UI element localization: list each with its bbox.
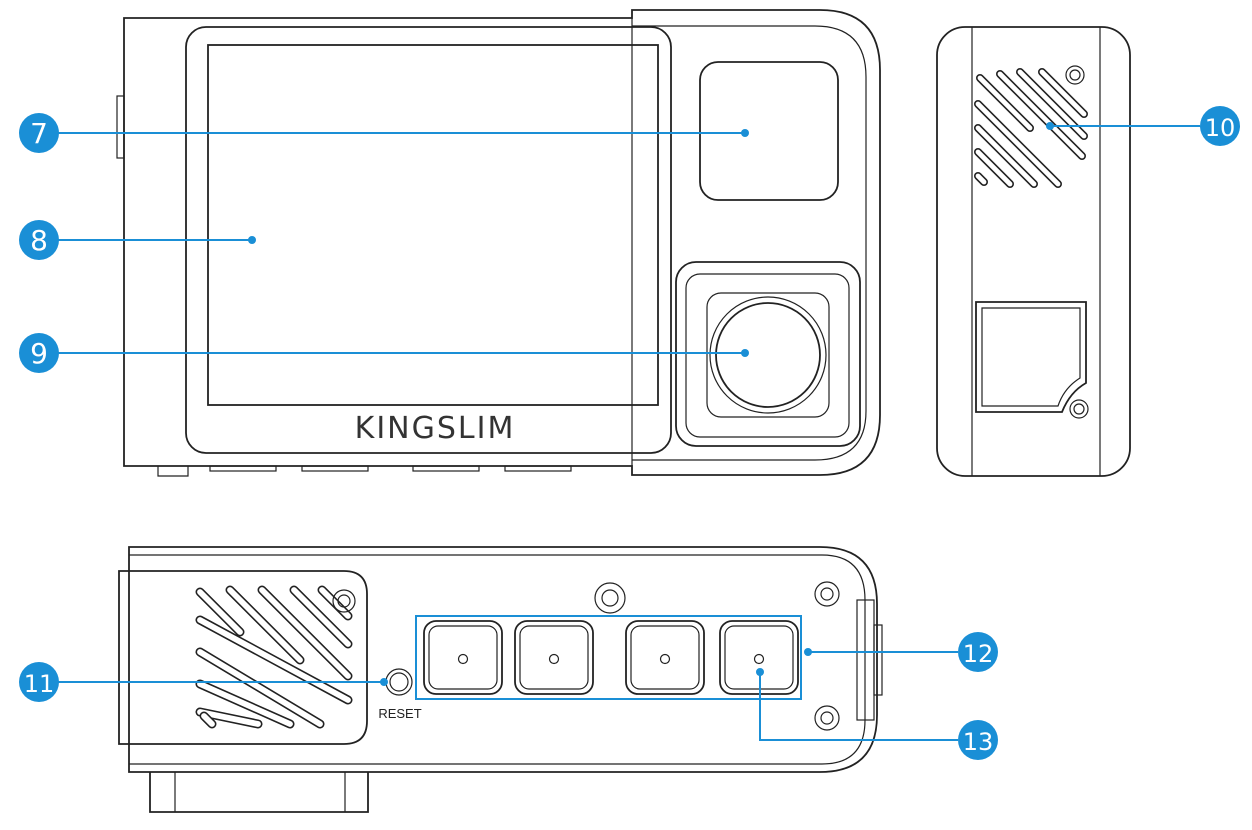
bottom-grille: [195, 585, 353, 729]
bottom-button[interactable]: [423, 620, 503, 695]
callout-9: 9: [19, 333, 59, 373]
brand-logo: KINGSLIM: [355, 411, 516, 446]
callout-badges: 7 8 9 10 11 12 13: [19, 106, 1240, 760]
bottom-view: RESET: [118, 546, 883, 813]
front-view: KINGSLIM: [116, 9, 881, 477]
bottom-button[interactable]: [514, 620, 594, 695]
callout-13: 13: [958, 720, 998, 760]
svg-text:11: 11: [24, 670, 55, 698]
rear-lens: [715, 302, 821, 408]
bottom-button[interactable]: [625, 620, 705, 695]
svg-text:13: 13: [963, 728, 994, 756]
connector-window: [975, 301, 1087, 413]
svg-text:7: 7: [30, 117, 48, 150]
callout-12: 12: [958, 632, 998, 672]
callout-8: 8: [19, 220, 59, 260]
screen-bezel: [185, 26, 672, 454]
button-group: [415, 615, 802, 700]
callout-7: 7: [19, 113, 59, 153]
callout-11: 11: [19, 662, 59, 702]
svg-text:9: 9: [30, 337, 48, 370]
callout-10: 10: [1200, 106, 1240, 146]
svg-text:10: 10: [1205, 114, 1236, 142]
svg-text:12: 12: [963, 640, 994, 668]
front-camera-window: [699, 61, 839, 201]
side-view: [936, 26, 1131, 477]
speaker: [974, 68, 1088, 188]
callout-leaders: [58, 122, 1200, 741]
reset-label: RESET: [378, 706, 421, 721]
screen: [207, 44, 659, 406]
svg-text:8: 8: [30, 224, 48, 257]
